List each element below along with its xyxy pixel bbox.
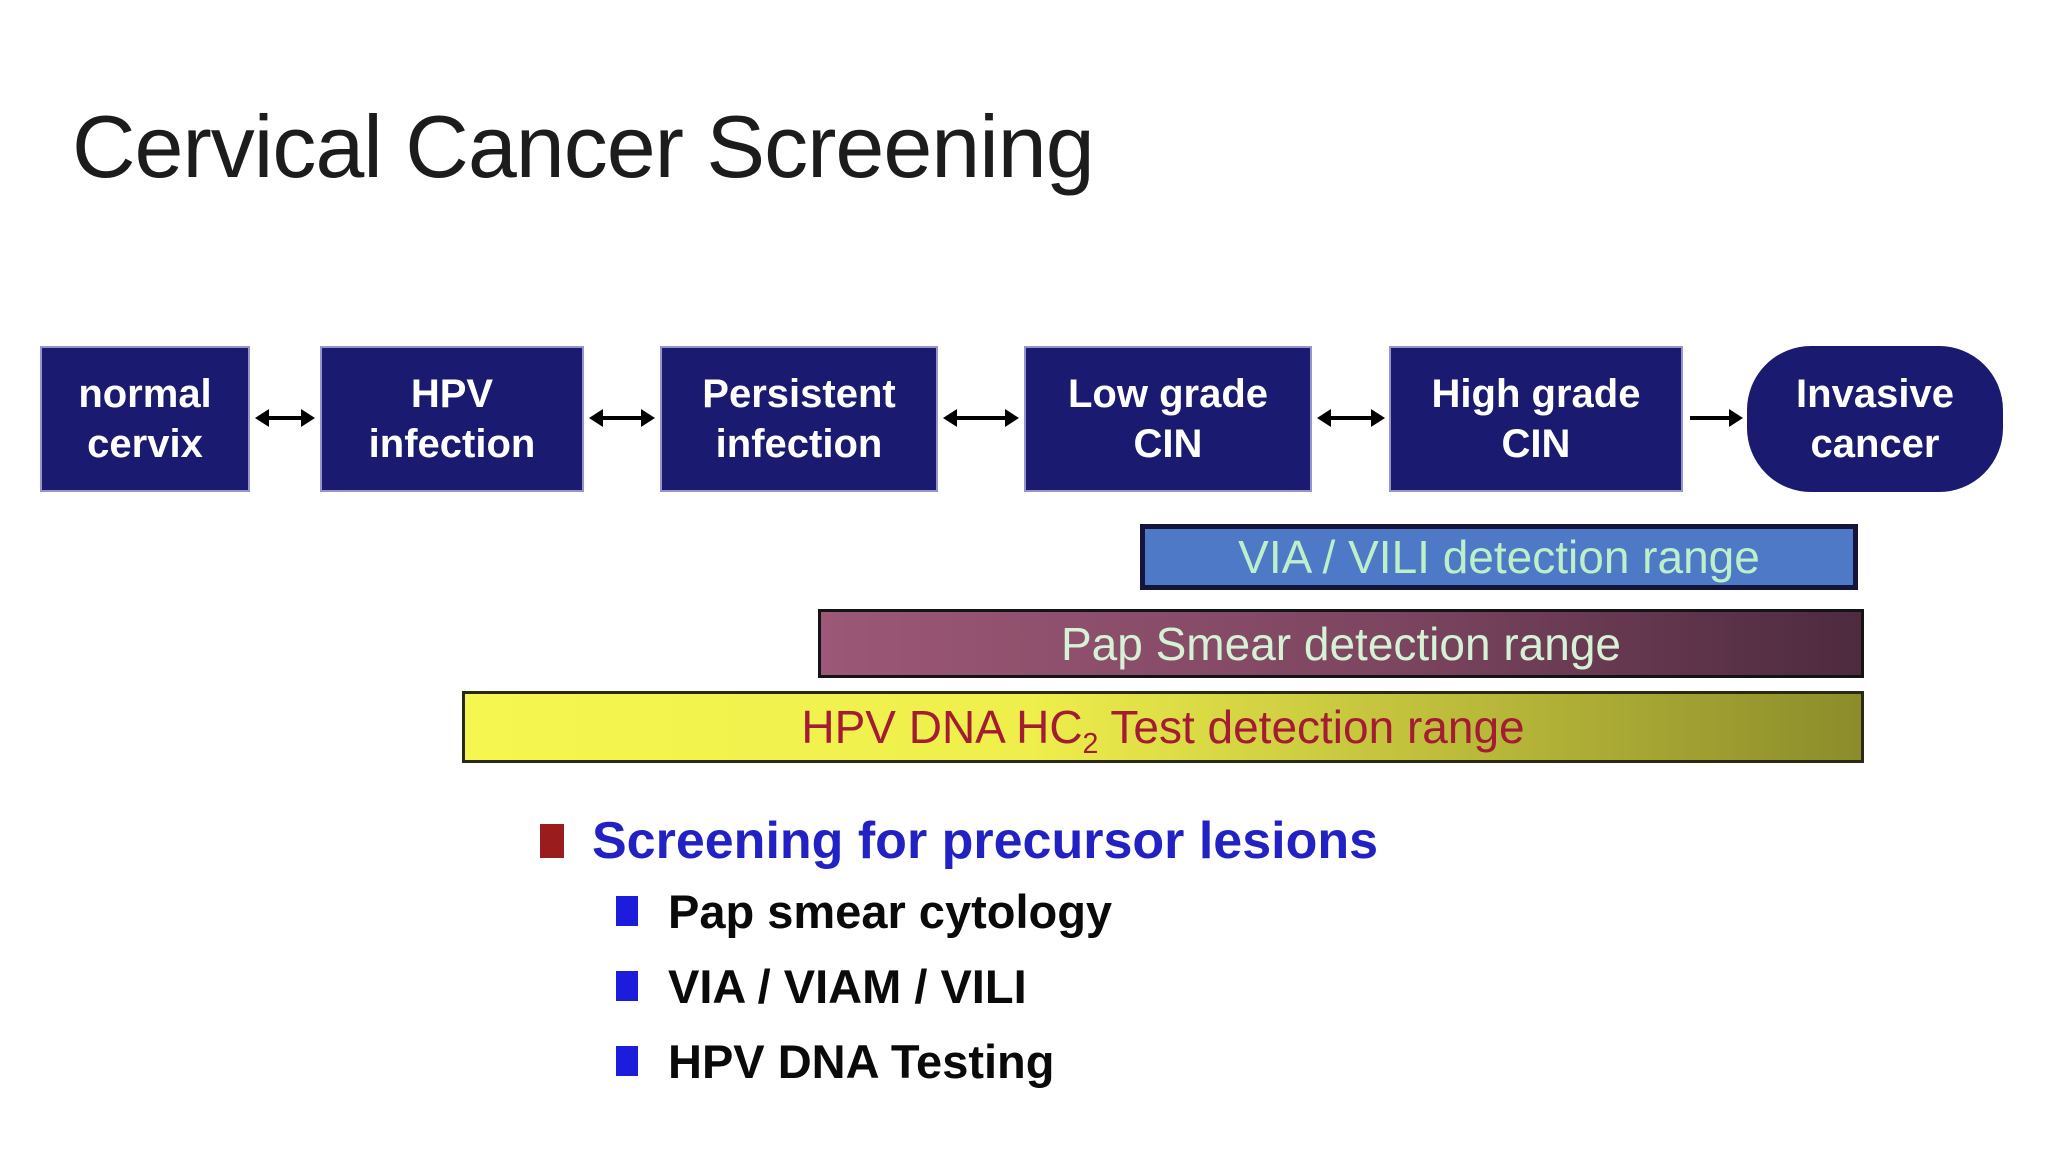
detection-bar-via-vili: VIA / VILI detection range bbox=[1140, 524, 1858, 590]
double-arrow-icon bbox=[1316, 404, 1386, 432]
double-arrow-icon bbox=[588, 404, 656, 432]
bullet-label: HPV DNA Testing bbox=[668, 1034, 1055, 1088]
detection-bar-label: Pap Smear detection range bbox=[1060, 617, 1622, 670]
subscript-2: 2 bbox=[1082, 728, 1099, 761]
detection-bar-hpv-dna: HPV DNA HC2 Test detection range bbox=[462, 691, 1864, 763]
bullet-label: Screening for precursor lesions bbox=[592, 812, 1379, 870]
double-arrow-icon bbox=[254, 404, 316, 432]
stage-label: HPV infection bbox=[368, 372, 536, 466]
bullet-item-hpv-dna: HPV DNA Testing bbox=[616, 1032, 1054, 1090]
double-arrow-icon bbox=[942, 404, 1020, 432]
slide-title: Cervical Cancer Screening bbox=[72, 97, 1095, 196]
right-arrow-icon bbox=[1688, 404, 1744, 432]
stage-label: High grade CIN bbox=[1431, 372, 1641, 466]
bullet-label: VIA / VIAM / VILI bbox=[668, 959, 1027, 1013]
stage-label: Invasive cancer bbox=[1796, 372, 1954, 466]
blue-square-bullet-icon bbox=[616, 1046, 638, 1076]
bullet-label: Pap smear cytology bbox=[668, 884, 1113, 938]
blue-square-bullet-icon bbox=[616, 971, 638, 1001]
stage-box-persistent-infection: Persistent infection bbox=[660, 346, 938, 492]
stage-label: Low grade CIN bbox=[1067, 372, 1269, 466]
stage-box-invasive-cancer: Invasive cancer bbox=[1747, 346, 2003, 492]
stage-box-hpv-infection: HPV infection bbox=[320, 346, 584, 492]
stage-label: Persistent infection bbox=[702, 372, 896, 466]
detection-bar-label: HPV DNA HC2 Test detection range bbox=[801, 701, 1525, 761]
detection-bar-label: VIA / VILI detection range bbox=[1238, 531, 1760, 583]
detection-bar-pap-smear: Pap Smear detection range bbox=[818, 609, 1864, 678]
stage-box-normal-cervix: normal cervix bbox=[40, 346, 250, 492]
blue-square-bullet-icon bbox=[616, 896, 638, 926]
red-square-bullet-icon bbox=[540, 824, 564, 858]
stage-box-low-grade-cin: Low grade CIN bbox=[1024, 346, 1312, 492]
bullet-item-screening: Screening for precursor lesions bbox=[540, 810, 1378, 872]
bullet-item-pap-smear: Pap smear cytology bbox=[616, 882, 1112, 940]
stage-label: normal cervix bbox=[78, 372, 212, 466]
bullet-item-via-viam-vili: VIA / VIAM / VILI bbox=[616, 957, 1027, 1015]
stage-box-high-grade-cin: High grade CIN bbox=[1389, 346, 1683, 492]
